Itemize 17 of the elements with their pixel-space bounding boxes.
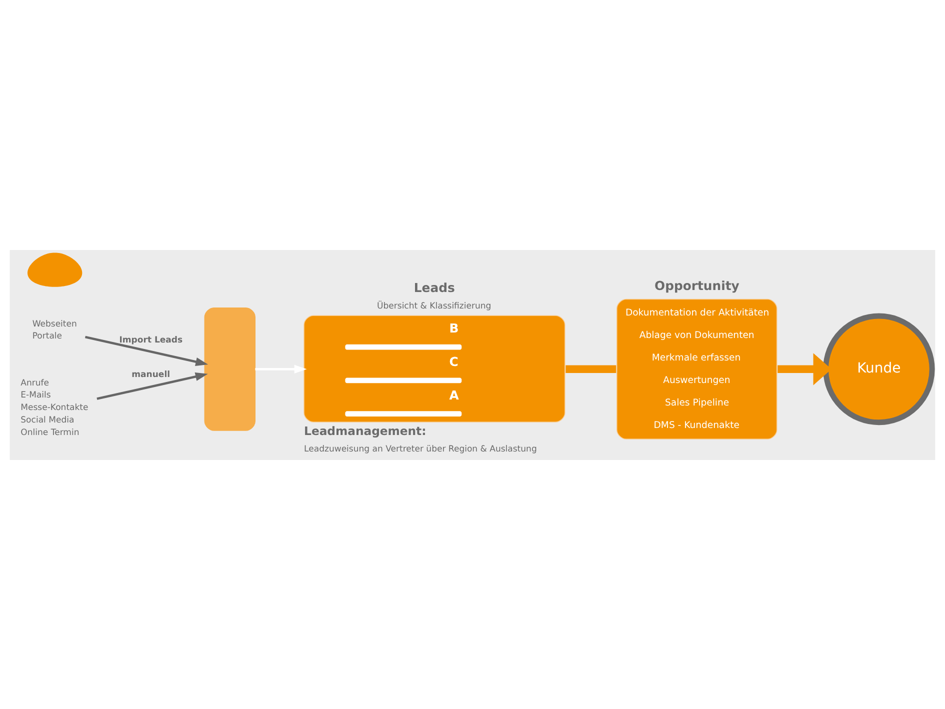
node-person — [28, 252, 82, 286]
node-label: Leadzuweisung an Vertreter über Region & Auslastung — [304, 444, 537, 454]
arrow — [84, 335, 208, 366]
node-text: Webseiten Portale — [32, 318, 77, 342]
arrow — [96, 372, 208, 400]
arrow — [255, 364, 307, 374]
arrow — [778, 352, 832, 385]
edge-label: Import Leads — [119, 335, 183, 346]
node-label: Übersicht & Klassifizierung — [377, 300, 492, 311]
node-circle: Kunde — [823, 312, 935, 425]
edge-label: manuell — [132, 369, 170, 380]
connector — [566, 364, 616, 373]
node-label: Opportunity — [654, 277, 740, 292]
node-box — [204, 306, 256, 430]
node-label: Leads — [414, 280, 455, 295]
node-text: Anrufe E-Mails Messe-Kontakte Social Media Online Termin — [20, 378, 88, 438]
node-label: Leadmanagement: — [304, 424, 426, 438]
